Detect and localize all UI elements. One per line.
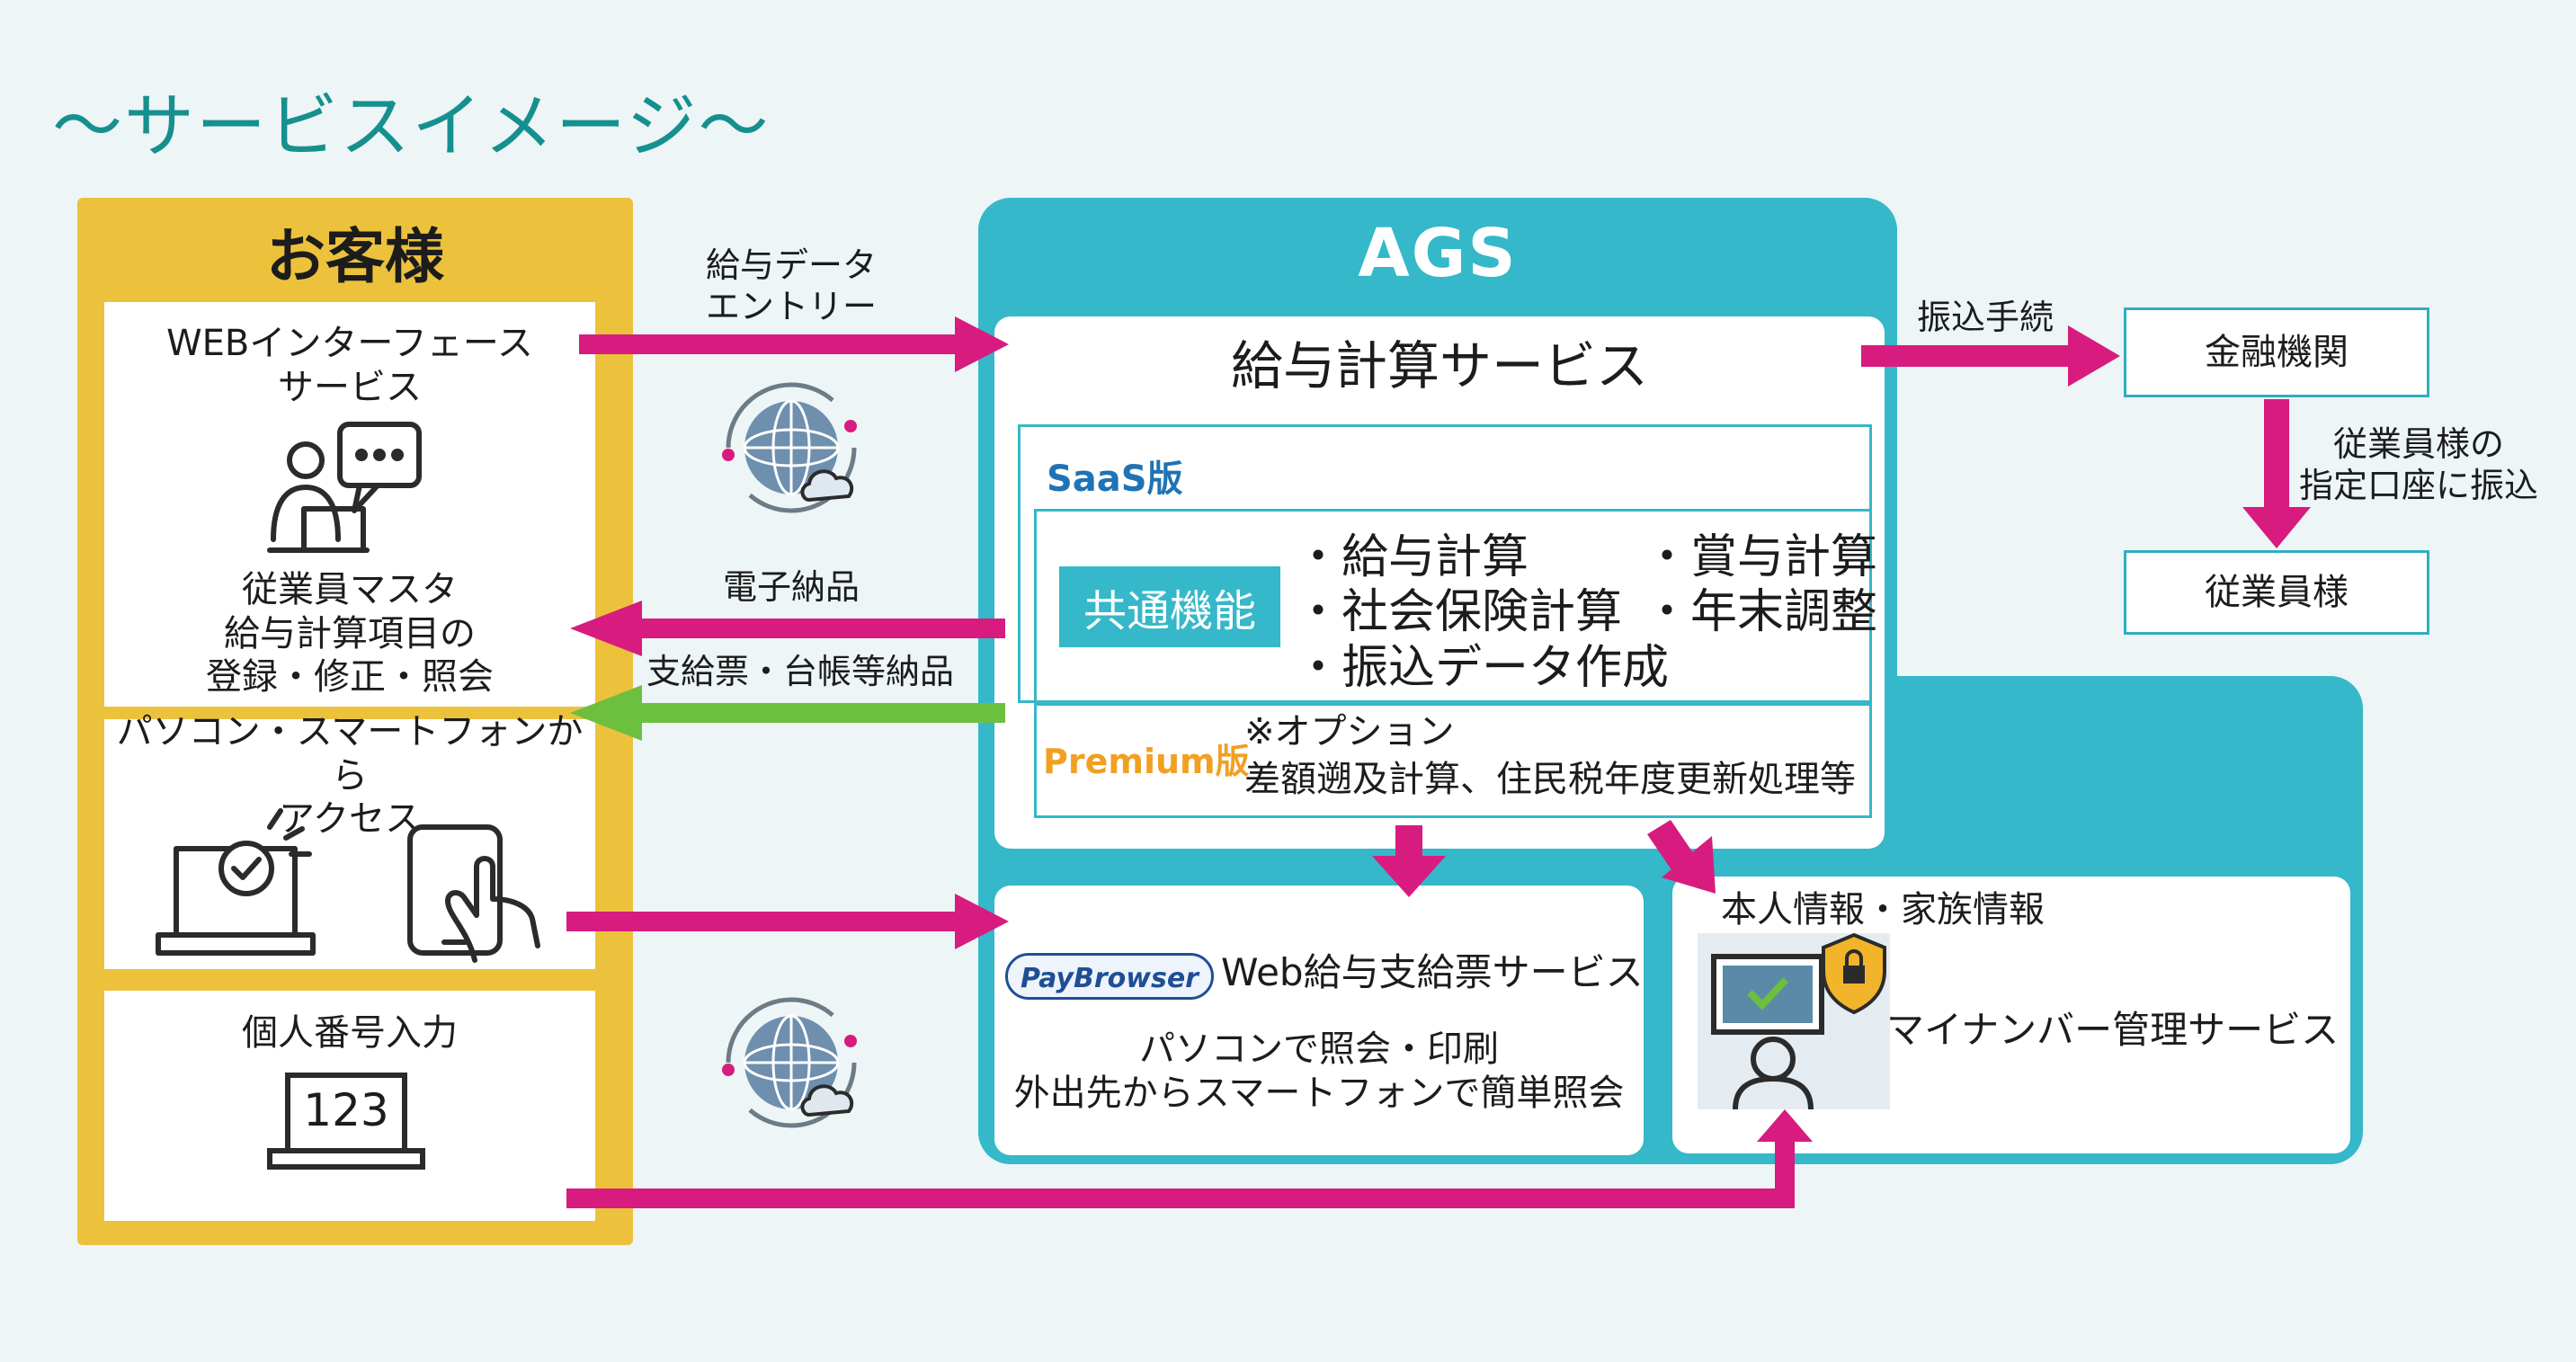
paybrowser-line1: パソコンで照会・印刷	[1139, 1028, 1499, 1071]
access-line2: アクセス	[279, 798, 421, 841]
features-col2: ・賞与計算 ・年末調整	[1644, 530, 1877, 641]
paybrowser-desc: パソコンで照会・印刷 外出先からスマートフォンで簡単照会	[994, 1018, 1644, 1126]
smartphone-tap-icon	[407, 824, 540, 963]
mynumber-arrow	[1647, 820, 1716, 894]
access-card	[104, 719, 595, 969]
paybrowser-line2: 外出先からスマートフォンで簡単照会	[1013, 1073, 1625, 1114]
access-arrow	[566, 894, 1009, 949]
deposit-label: 従業員様の 指定口座に振込	[2266, 415, 2572, 514]
web-interface-card	[104, 302, 595, 707]
personal-family-info: 本人情報・家族情報	[1721, 889, 2045, 930]
web-desc-line2: 給与計算項目の	[224, 612, 476, 654]
deposit-arrow	[2242, 399, 2311, 548]
computer-lock-icon	[1698, 932, 1890, 1110]
person-chat-icon	[267, 422, 422, 553]
premium-line2: 差額遡及計算、住民税年度更新処理等	[1244, 758, 1856, 800]
web-interface-desc: 従業員マスタ 給与計算項目の 登録・修正・照会	[104, 566, 595, 701]
globe-cloud-icon	[722, 382, 857, 513]
feature-payroll: ・給与計算	[1295, 530, 1529, 584]
data-entry-arrow	[579, 316, 1009, 372]
bank-box: 金融機関	[2124, 307, 2429, 397]
feature-transfer-data: ・振込データ作成	[1295, 640, 1670, 695]
mynumber-service-title: マイナンバー管理サービス	[1886, 1008, 2340, 1052]
ags-title: AGS	[1358, 215, 1518, 292]
data-entry-line1: 給与データ	[705, 245, 877, 285]
web-interface-title: WEBインターフェース サービス	[104, 316, 595, 415]
access-line1: パソコン・スマートフォンから	[116, 710, 584, 797]
keypad-icon: 123	[267, 1073, 425, 1170]
paper-delivery-arrow	[570, 685, 1005, 741]
e-delivery-label: 電子納品	[722, 566, 860, 607]
paybrowser-logo: PayBrowser	[1005, 953, 1214, 1000]
feature-year-end: ・年末調整	[1644, 585, 1878, 640]
mynumber-input-arrow	[566, 1109, 1813, 1208]
premium-option: ※オプション 差額遡及計算、住民税年度更新処理等	[1244, 710, 1856, 802]
web-title-line1: WEBインターフェース	[166, 323, 533, 365]
transfer-procedure-label: 振込手続	[1917, 298, 2055, 337]
paybrowser-card	[994, 886, 1644, 1155]
premium-line1: ※オプション	[1244, 711, 1455, 752]
paper-delivery-label: 支給票・台帳等納品	[646, 651, 954, 691]
globe-cloud-icon	[722, 997, 857, 1128]
web-desc-line3: 登録・修正・照会	[206, 656, 494, 699]
data-entry-label: 給与データ エントリー	[674, 241, 908, 331]
feature-bonus: ・賞与計算	[1644, 530, 1878, 584]
saas-label: SaaS版	[1047, 458, 1183, 500]
data-entry-line2: エントリー	[705, 287, 877, 326]
premium-frame	[1034, 703, 1872, 818]
deposit-line2: 指定口座に振込	[2298, 466, 2538, 505]
feature-social-insurance: ・社会保険計算	[1295, 585, 1623, 640]
deposit-line1: 従業員様の	[2332, 423, 2504, 464]
transfer-arrow	[1861, 325, 2120, 387]
e-delivery-arrow	[570, 601, 1005, 656]
customer-title: お客様	[266, 222, 444, 291]
page-title: 〜サービスイメージ〜	[52, 86, 771, 167]
premium-label: Premium版	[1043, 742, 1250, 781]
employee-box: 従業員様	[2124, 550, 2429, 635]
keypad-digits: 123	[303, 1084, 388, 1136]
payroll-service-title: 給与計算サービス	[1230, 334, 1648, 396]
features-col1: ・給与計算 ・社会保険計算 ・振込データ作成	[1295, 530, 1669, 696]
laptop-check-icon	[156, 808, 316, 956]
web-desc-line1: 従業員マスタ	[242, 568, 458, 610]
payslip-arrow	[1372, 825, 1446, 897]
mynumber-input-label: 個人番号入力	[242, 1011, 458, 1054]
web-title-line2: サービス	[278, 367, 422, 408]
paybrowser-title: Web給与支給票サービス	[1221, 950, 1644, 994]
access-text: パソコン・スマートフォンから アクセス	[104, 711, 595, 841]
common-function-label: 共通機能	[1059, 566, 1280, 647]
